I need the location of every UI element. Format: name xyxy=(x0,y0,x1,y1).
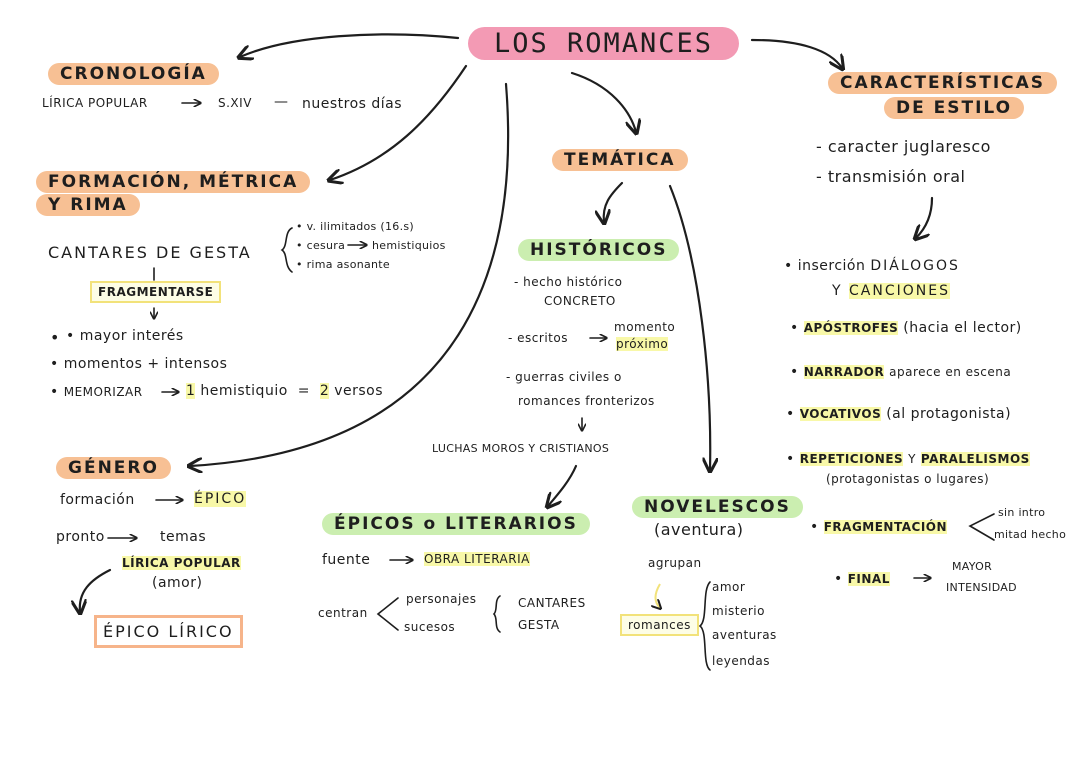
arrow-to-cronologia xyxy=(240,33,460,57)
historicos-heading: HISTÓRICOS xyxy=(518,239,680,261)
formacion-item-3-rest: 1 hemistiquio = 2 versos xyxy=(186,383,384,399)
historicos-luchas: LUCHAS MOROS Y CRISTIANOS xyxy=(432,442,610,455)
epicos-fuente: fuente xyxy=(322,552,371,568)
formacion-heading-line2: Y RIMA xyxy=(36,194,140,216)
caracteristicas-heading-line1: CARACTERÍSTICAS xyxy=(828,72,1058,94)
arrow-to-historicos xyxy=(604,181,624,222)
formacion-bullet-2-to: hemistiquios xyxy=(372,239,446,252)
estilo-b3: • NARRADOR aparece en escena xyxy=(790,364,1012,380)
novelescos-heading: NOVELESCOS xyxy=(632,496,803,518)
historicos-line3-b: romances fronterizos xyxy=(518,394,655,408)
arrow-estilo-to-bullets xyxy=(916,196,934,238)
formacion-item-2: • momentos + intensos xyxy=(50,356,228,372)
genero-heading: GÉNERO xyxy=(56,457,171,479)
novelescos-item-leyendas: leyendas xyxy=(712,654,771,668)
estilo-b7: • FINAL xyxy=(834,571,890,587)
genero-row1-a: formación xyxy=(60,492,135,508)
epicos-sucesos: sucesos xyxy=(404,620,456,634)
epico-lirico-box: ÉPICO LÍRICO xyxy=(94,615,243,648)
caracteristicas-item-2: - transmisión oral xyxy=(816,167,966,186)
estilo-b2: • APÓSTROFES (hacia el lector) xyxy=(790,320,1022,336)
estilo-b6: • FRAGMENTACIÓN xyxy=(810,519,948,535)
historicos-line2: - escritos xyxy=(508,331,568,345)
brace-novelescos xyxy=(698,581,711,671)
brace-cantares-gesta xyxy=(492,595,501,633)
genero-lirica: LÍRICA POPULAR xyxy=(122,556,241,570)
brace-cantares xyxy=(280,227,293,273)
epicos-obra: OBRA LITERARIA xyxy=(424,552,530,566)
cronologia-end: nuestros días xyxy=(302,96,403,112)
bracket-centran xyxy=(376,597,399,631)
formacion-bullet-1: • v. ilimitados (16.s) xyxy=(296,220,414,233)
cronologia-from: LÍRICA POPULAR xyxy=(42,96,148,110)
arrow-to-novelescos xyxy=(668,184,710,470)
estilo-b7-c: INTENSIDAD xyxy=(946,581,1017,594)
historicos-line3-a: - guerras civiles o xyxy=(506,370,622,384)
novelescos-sub: (aventura) xyxy=(654,520,744,539)
novelescos-item-aventuras: aventuras xyxy=(712,628,777,642)
formacion-item-3: • MEMORIZAR xyxy=(50,384,143,400)
epicos-heading: ÉPICOS o LITERARIOS xyxy=(322,513,590,535)
estilo-b5: • REPETICIONES Y PARALELISMOS xyxy=(786,451,1030,467)
caracteristicas-heading-line2: DE ESTILO xyxy=(884,97,1025,119)
bracket-fragmentacion xyxy=(968,513,995,541)
genero-row2-b: temas xyxy=(160,529,207,545)
historicos-line2-c: próximo xyxy=(616,337,669,351)
estilo-b6-a: sin intro xyxy=(998,506,1046,519)
cantares-de-gesta: CANTARES DE GESTA xyxy=(48,243,252,262)
arrow-to-genero xyxy=(190,82,510,466)
page-title: LOS ROMANCES xyxy=(468,27,740,60)
genero-row1-b: ÉPICO xyxy=(194,491,247,507)
estilo-b4: • VOCATIVOS (al protagonista) xyxy=(786,406,1012,422)
genero-amor: (amor) xyxy=(152,575,203,591)
caracteristicas-item-1: - caracter juglaresco xyxy=(816,137,991,156)
estilo-b6-b: mitad hecho xyxy=(994,528,1067,541)
epicos-personajes: personajes xyxy=(406,592,477,606)
estilo-b7-b: MAYOR xyxy=(952,560,993,573)
novelescos-item-amor: amor xyxy=(712,580,746,594)
cronologia-heading: CRONOLOGÍA xyxy=(48,63,219,85)
historicos-line1: - hecho histórico xyxy=(514,275,623,289)
fragmentarse-box: FRAGMENTARSE xyxy=(90,281,222,303)
novelescos-romances: romances xyxy=(620,614,699,636)
arrow-to-epicos xyxy=(548,464,578,506)
epicos-centran: centran xyxy=(318,606,368,620)
estilo-b5-sub: (protagonistas o lugares) xyxy=(826,472,990,486)
cronologia-dash: — xyxy=(274,94,289,110)
arrow-lirica-to-result xyxy=(80,568,112,612)
arrow-to-tematica xyxy=(570,71,636,132)
estilo-b1-line1: • inserción DIÁLOGOS xyxy=(784,258,960,274)
estilo-b1-line2: Y CANCIONES xyxy=(832,283,950,299)
novelescos-agrupan: agrupan xyxy=(648,556,702,570)
arrow-to-caracteristicas xyxy=(750,38,842,68)
formacion-bullet-3: • rima asonante xyxy=(296,258,390,271)
epicos-gesta: GESTA xyxy=(518,618,560,632)
arrow-to-formacion xyxy=(330,64,468,180)
cronologia-to: S.XIV xyxy=(218,96,252,110)
genero-row2-a: pronto xyxy=(56,529,105,545)
historicos-line1b: CONCRETO xyxy=(544,294,616,308)
formacion-item-1: • mayor interés xyxy=(66,328,184,344)
arrow-agrupan xyxy=(656,583,661,608)
formacion-bullet-2: • cesura xyxy=(296,239,346,252)
epicos-cantares: CANTARES xyxy=(518,596,586,610)
novelescos-item-misterio: misterio xyxy=(712,604,765,618)
tematica-heading: TEMÁTICA xyxy=(552,149,688,171)
formacion-heading-line1: FORMACIÓN, MÉTRICA xyxy=(36,171,311,193)
historicos-line2-b: momento xyxy=(614,320,676,334)
